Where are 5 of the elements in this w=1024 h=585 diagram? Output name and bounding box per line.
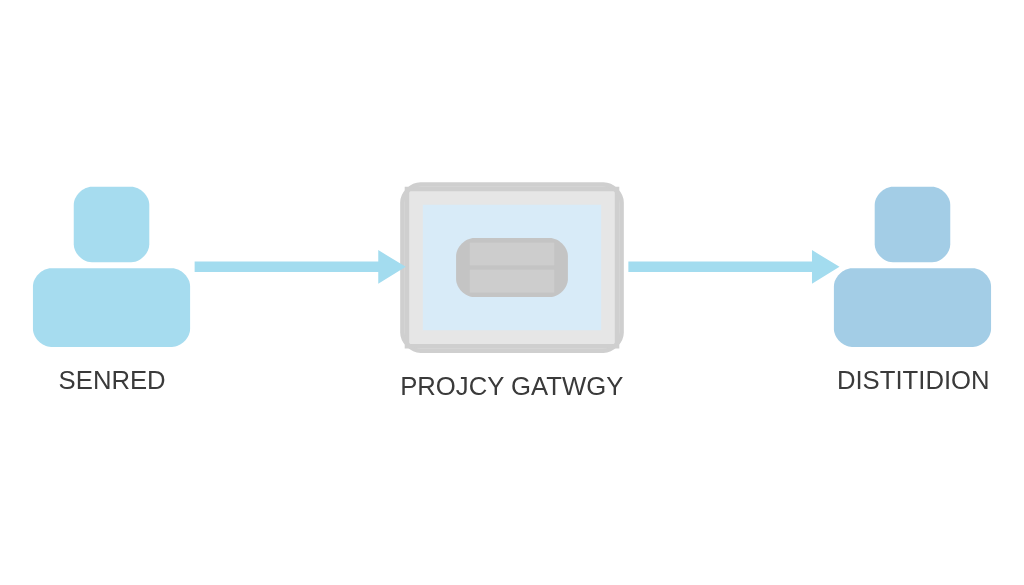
node-label: PROJCY GATWGY — [400, 371, 624, 400]
node-label: DISTITIDION — [836, 365, 990, 394]
arrow — [628, 249, 840, 284]
node-label: SENRED — [58, 365, 166, 394]
arrow — [194, 249, 406, 284]
